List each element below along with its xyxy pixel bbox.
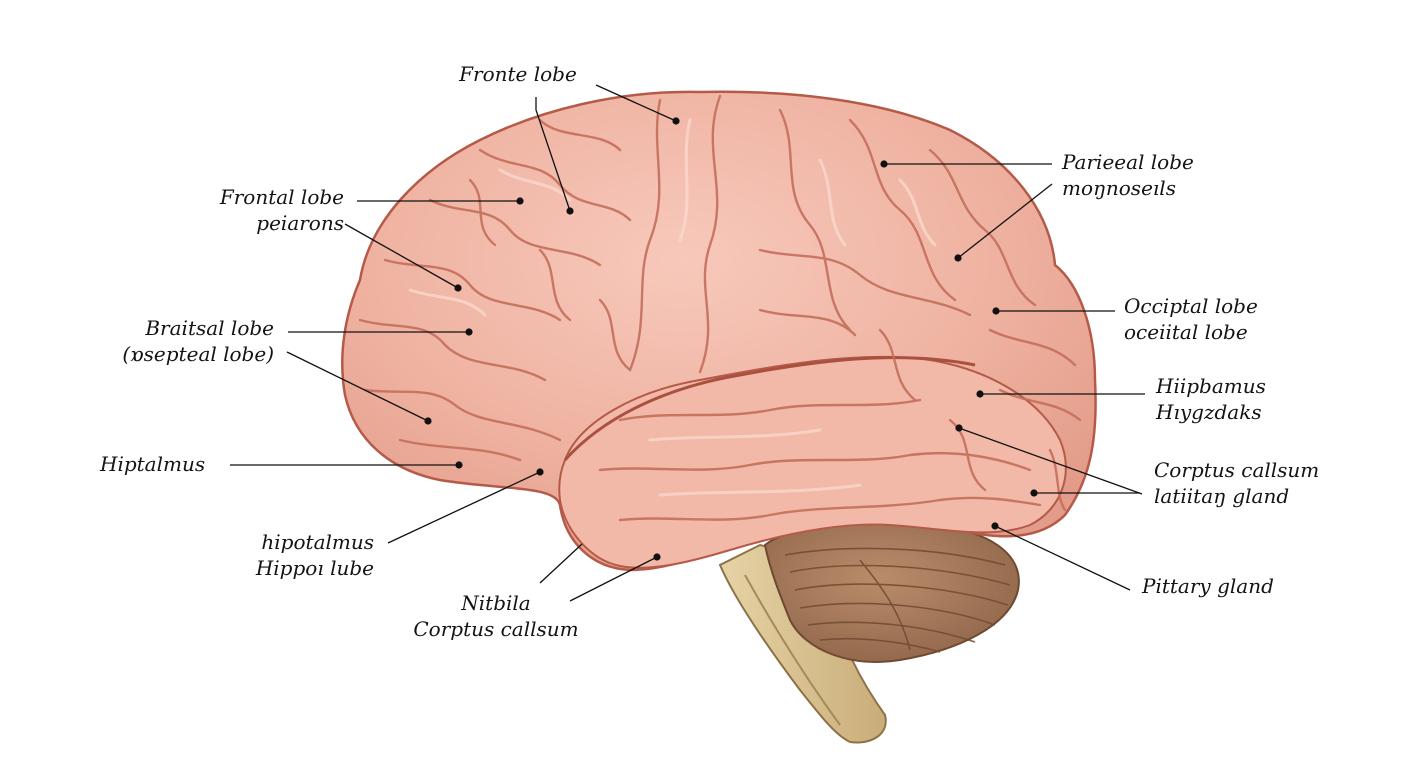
label-line: latiitaŋ gland	[1154, 484, 1290, 508]
label-line: hipotalmus	[261, 530, 374, 554]
label-line: Frontal lobe	[219, 185, 344, 209]
label-line: moŋnoseıls	[1062, 176, 1176, 200]
label-line: Parieeal lobe	[1062, 150, 1194, 174]
label-line: Braitsal lobe	[145, 316, 274, 340]
label-parieal-lobe: Parieeal lobe moŋnoseıls	[1062, 149, 1232, 201]
label-corptus-callsum: Corptus callsum latiitaŋ gland	[1154, 457, 1344, 509]
label-line: peiarons	[256, 211, 344, 235]
label-line: Fronte lobe	[459, 62, 577, 86]
leader-dots	[424, 117, 1038, 561]
label-fronte-lobe: Fronte lobe	[448, 61, 588, 87]
cerebellum-folia	[784, 547, 1011, 653]
label-line: Occiptal lobe	[1124, 294, 1258, 318]
label-line: oceiital lobe	[1124, 320, 1248, 344]
leader-lines	[230, 84, 1145, 602]
label-line: Corptus callsum	[1154, 458, 1320, 482]
sulci	[358, 94, 1082, 522]
label-line: Corptus callsum	[413, 617, 579, 641]
label-hipotalmus-hippoi: hipotalmus Hippoı lube	[214, 529, 374, 581]
label-line: Nitbila	[461, 591, 531, 615]
label-occipital-lobe: Occiptal lobe oceiital lobe	[1124, 293, 1284, 345]
label-line: Pittary gland	[1142, 574, 1274, 598]
label-pittary-gland: Pittary gland	[1142, 573, 1302, 599]
label-line: (ɒsepteal lobe)	[122, 342, 274, 366]
lateral-sulcus	[563, 356, 976, 462]
label-line: Hippoı lube	[255, 556, 374, 580]
label-hiipbamus: Hiipbamus Hıygzdaks	[1156, 373, 1296, 425]
label-line: Hiipbamus	[1156, 374, 1266, 398]
label-frontal-lobe-peiarons: Frontal lobe peiarons	[180, 184, 344, 236]
label-hiptalmus: Hiptalmus	[100, 451, 230, 477]
label-nitbila-corptus: Nitbila Corptus callsum	[410, 590, 582, 642]
temporal-lobe	[558, 355, 1067, 569]
label-line: Hıygzdaks	[1156, 400, 1262, 424]
label-braitsal-lobe: Braitsal lobe (ɒsepteal lobe)	[96, 315, 274, 367]
label-line: Hiptalmus	[100, 452, 206, 476]
